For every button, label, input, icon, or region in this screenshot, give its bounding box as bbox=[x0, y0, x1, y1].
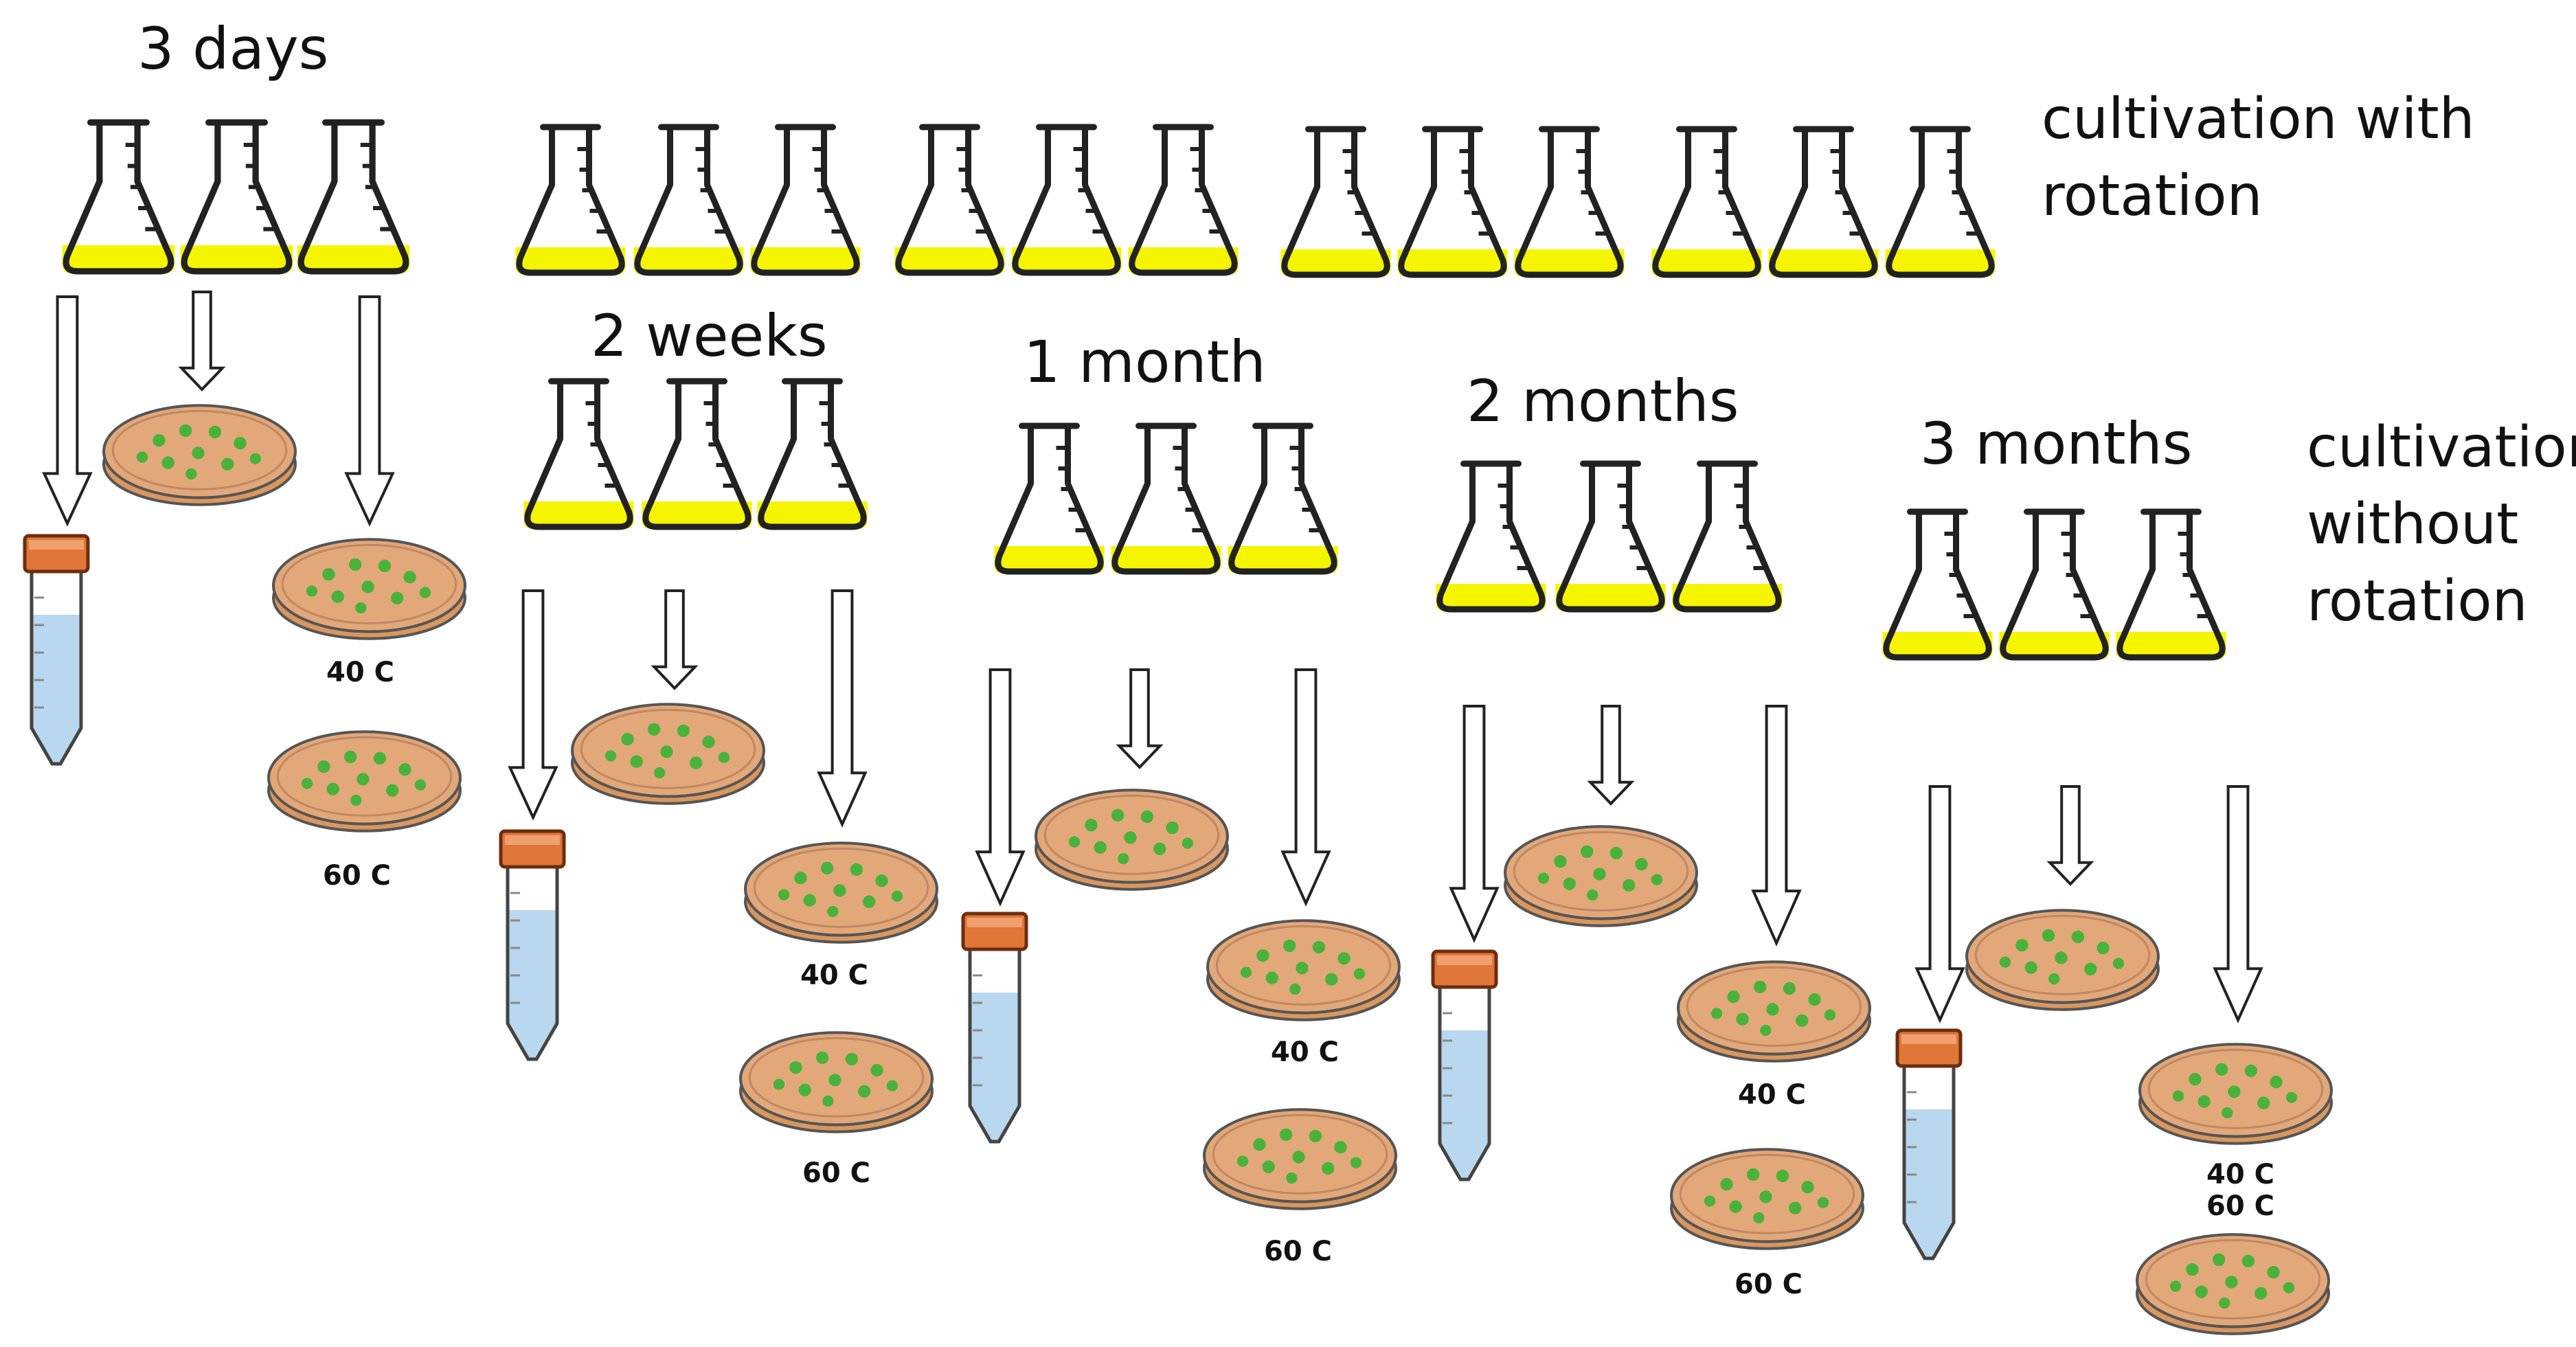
timepoint-label: 3 months bbox=[1920, 410, 2193, 477]
static-label-line3: rotation bbox=[2307, 569, 2528, 634]
timepoint-label: 1 month bbox=[1024, 328, 1266, 396]
temp-label: 60 C bbox=[323, 860, 391, 892]
temp-label: 40 C bbox=[1271, 1037, 1339, 1068]
temp-label: 40 C bbox=[2206, 1159, 2274, 1190]
rotation-label-line1: cultivation with bbox=[2042, 87, 2475, 152]
static-label-line2: without bbox=[2307, 492, 2519, 557]
timepoint-label: 3 days bbox=[137, 15, 329, 82]
temp-label: 60 C bbox=[1735, 1269, 1803, 1300]
timepoint-label: 2 months bbox=[1467, 367, 1739, 435]
temp-label: 40 C bbox=[800, 960, 868, 991]
temp-label: 60 C bbox=[802, 1157, 870, 1189]
temp-label: 60 C bbox=[1264, 1236, 1332, 1267]
temp-label: 40 C bbox=[1738, 1079, 1806, 1111]
temp-label: 40 C bbox=[326, 657, 394, 688]
static-label-line1: cultivation bbox=[2307, 415, 2576, 480]
timepoint-label: 2 weeks bbox=[591, 302, 828, 370]
temp-label: 60 C bbox=[2206, 1190, 2274, 1222]
rotation-label-line2: rotation bbox=[2042, 163, 2263, 229]
